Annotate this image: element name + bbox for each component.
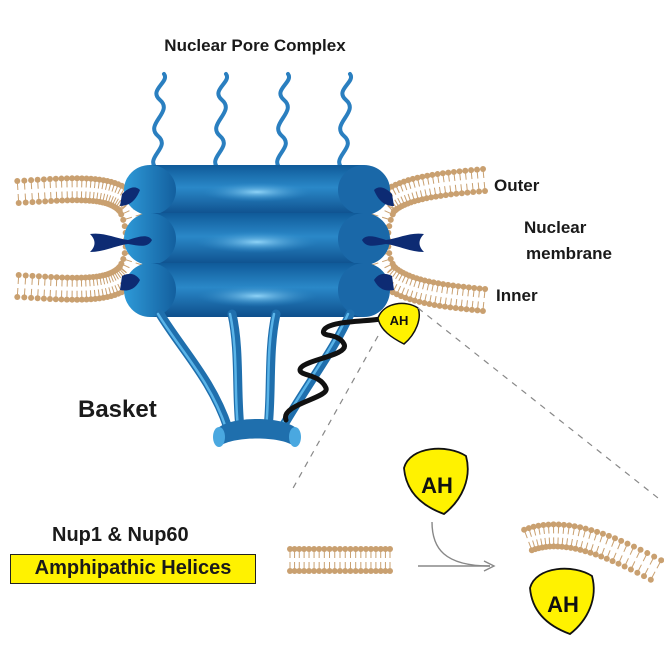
membrane-curved xyxy=(521,521,664,583)
membrane-right-inner xyxy=(375,263,489,314)
nuclear-basket xyxy=(155,309,355,447)
ah-label-free: AH xyxy=(421,473,453,498)
pore-rings xyxy=(124,165,390,317)
anchor-left-middle xyxy=(90,233,152,252)
pore-ring-top xyxy=(124,165,390,215)
membrane-label: membrane xyxy=(526,244,612,263)
anchor-right-top xyxy=(374,187,394,206)
ah-helix-bound: AH xyxy=(529,567,595,636)
ah-label-bound: AH xyxy=(547,592,579,617)
membrane-flat xyxy=(287,546,393,574)
nup-coil xyxy=(283,315,389,423)
filament-4 xyxy=(337,72,353,172)
anchor-right-middle xyxy=(362,233,424,252)
anchor-right-bottom xyxy=(374,273,394,291)
zoom-lines xyxy=(291,307,659,499)
nuclear-label: Nuclear xyxy=(524,218,587,237)
filament-3 xyxy=(275,72,291,172)
ah-helix-free: AH xyxy=(403,447,469,516)
outer-membrane-label: Outer xyxy=(494,176,540,195)
cytoplasmic-filaments xyxy=(151,72,353,172)
pore-ring-bottom xyxy=(124,263,390,317)
amphipathic-helices-label: Amphipathic Helices xyxy=(10,554,256,584)
membrane-right-outer xyxy=(375,166,488,215)
filament-1 xyxy=(151,72,167,172)
basket-label: Basket xyxy=(78,396,157,423)
inner-membrane-label: Inner xyxy=(496,286,538,305)
pore-ring-middle xyxy=(124,213,390,265)
filament-2 xyxy=(213,72,229,172)
ah-helix-small: AH xyxy=(377,302,420,345)
anchor-left-top xyxy=(120,187,140,206)
basket-ring xyxy=(218,419,296,446)
binding-arrow xyxy=(418,521,496,572)
nup-label: Nup1 & Nup60 xyxy=(52,524,189,546)
ah-label-small: AH xyxy=(390,313,409,328)
diagram-title: Nuclear Pore Complex xyxy=(164,36,346,55)
membrane-anchors xyxy=(90,187,424,291)
anchor-left-bottom xyxy=(120,273,140,291)
